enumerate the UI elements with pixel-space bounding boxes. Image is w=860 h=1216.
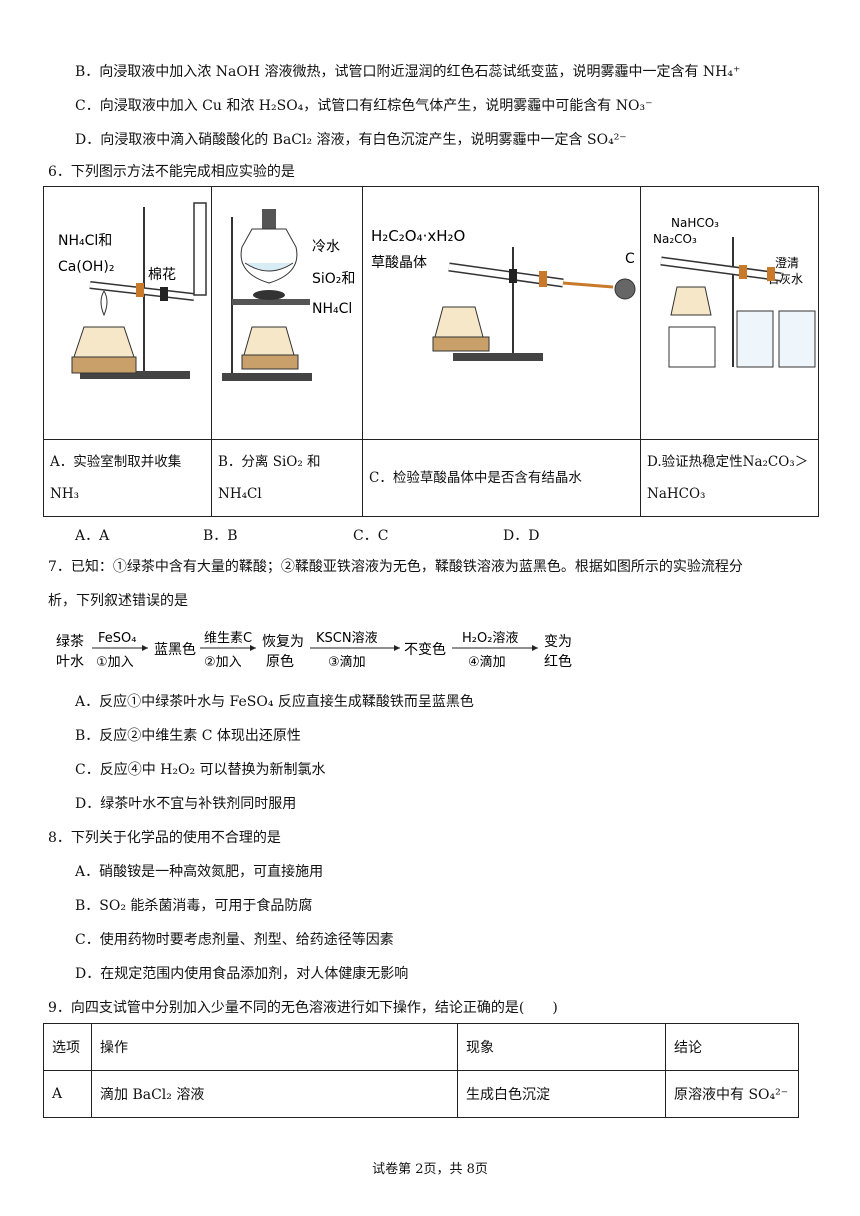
caption-a: A．实验室制取并收集NH₃ [43,439,212,517]
q7-option-a: A．反应①中绿茶叶水与 FeSO₄ 反应直接生成鞣酸铁而呈蓝黑色 [75,694,474,710]
q8-stem: 8．下列关于化学品的使用不合理的是 [48,830,281,846]
figure-d-label-2: Na₂CO₃ [653,232,697,246]
q5-option-b: B．向浸取液中加入浓 NaOH 溶液微热，试管口附近湿润的红色石蕊试纸变蓝，说明… [75,64,741,80]
figure-c-apparatus: H₂C₂O₄·xH₂O 草酸晶体 C [371,227,636,361]
table-cell: 滴加 BaCl₂ 溶液 [91,1070,458,1118]
q9-table: 选项 操作 现象 结论 A 滴加 BaCl₂ 溶液 生成白色沉淀 原溶液中有 S… [43,1023,799,1118]
q7-stem-line1: 7．已知：①绿茶中含有大量的鞣酸；②鞣酸亚铁溶液为无色，鞣酸铁溶液为蓝黑色。根据… [48,559,743,575]
figure-c-label-1: H₂C₂O₄·xH₂O [371,227,465,245]
flow-state-4a: 变为 [544,634,572,650]
figure-c-label-2: 草酸晶体 [371,255,427,271]
q6-answer-c: C．C [353,528,389,544]
flow-arrow2-top: 维生素C [204,631,252,646]
caption-d: D.验证热稳定性Na₂CO₃＞NaHCO₃ [640,439,819,517]
figure-d-label-1: NaHCO₃ [671,216,719,230]
flow-arrow3-bottom: ③滴加 [328,654,366,670]
q5-option-d: D．向浸取液中滴入硝酸酸化的 BaCl₂ 溶液，有白色沉淀产生，说明雾霾中一定含… [75,132,627,148]
flow-state-2a: 恢复为 [262,633,304,650]
figure-d-apparatus: NaHCO₃ Na₂CO₃ 澄清 石灰水 [653,216,816,368]
flow-arrow4-bottom: ④滴加 [468,654,506,670]
figure-a-label-1: NH₄Cl和 [58,233,112,249]
figure-b-cell: 冷水 SiO₂和 NH₄Cl [211,186,363,440]
table-row: A 滴加 BaCl₂ 溶液 生成白色沉淀 原溶液中有 SO₄²⁻ [43,1070,799,1118]
table-header-cell: 选项 [43,1023,92,1071]
q6-figure-table: NH₄Cl和 Ca(OH)₂ 棉花 冷水 [43,186,819,517]
q6-answer-b: B．B [203,528,238,544]
caption-c: C．检验草酸晶体中是否含有结晶水 [362,439,641,517]
q5-option-c: C．向浸取液中加入 Cu 和浓 H₂SO₄，试管口有红棕色气体产生，说明雾霾中可… [75,98,653,114]
figure-d-label-3: 澄清 [775,255,799,270]
caption-b: B．分离 SiO₂ 和NH₄Cl [211,439,363,517]
figure-a-label-2: Ca(OH)₂ [58,259,114,275]
figure-a-cell: NH₄Cl和 Ca(OH)₂ 棉花 [43,186,212,440]
flow-start-2: 叶水 [56,654,84,670]
table-header-cell: 操作 [91,1023,458,1071]
q7-option-c: C．反应④中 H₂O₂ 可以替换为新制氯水 [75,762,326,778]
flow-arrow3-top: KSCN溶液 [316,631,378,646]
q9-stem: 9．向四支试管中分别加入少量不同的无色溶液进行如下操作，结论正确的是( ) [48,1000,558,1016]
q6-stem: 6．下列图示方法不能完成相应实验的是 [48,164,295,180]
q7-option-d: D．绿茶叶水不宜与补铁剂同时服用 [75,796,297,812]
flow-state-4b: 红色 [544,653,572,670]
table-cell: 原溶液中有 SO₄²⁻ [665,1070,799,1118]
flow-state-2b: 原色 [266,653,294,670]
flow-arrow2-bottom: ②加入 [204,655,242,670]
figure-b-label-1: 冷水 [312,239,340,255]
flow-arrow1-bottom: ①加入 [96,655,134,670]
figure-a-apparatus: NH₄Cl和 Ca(OH)₂ 棉花 [58,202,207,379]
table-header-row: 选项 操作 现象 结论 [43,1023,799,1071]
figure-b-apparatus: 冷水 SiO₂和 NH₄Cl [222,209,355,381]
figure-c-label-3: C [625,251,635,267]
figure-b-label-3: NH₄Cl [312,301,352,317]
flow-arrow1-top: FeSO₄ [98,631,136,646]
q8-option-d: D．在规定范围内使用食品添加剂，对人体健康无影响 [75,966,409,982]
q7-flow-diagram: 绿茶 叶水 FeSO₄ ①加入 蓝黑色 维生素C ②加入 恢复为 原色 KSCN… [56,631,572,670]
table-cell: 生成白色沉淀 [457,1070,666,1118]
q6-answer-a: A．A [75,528,110,544]
q8-option-c: C．使用药物时要考虑剂量、剂型、给药途径等因素 [75,932,394,948]
q7-option-b: B．反应②中维生素 C 体现出还原性 [75,728,301,744]
q7-stem-line2: 析，下列叙述错误的是 [48,593,188,609]
flow-state-3: 不变色 [404,641,446,658]
flow-state-1: 蓝黑色 [154,641,196,658]
figure-d-cell: NaHCO₃ Na₂CO₃ 澄清 石灰水 [640,186,819,440]
q6-answer-d: D．D [503,528,540,544]
q8-option-a: A．硝酸铵是一种高效氮肥，可直接施用 [75,864,324,880]
page-footer: 试卷第 2页，共 8页 [372,1162,488,1177]
flow-arrow4-top: H₂O₂溶液 [462,631,518,646]
table-cell: A [43,1070,92,1118]
figure-c-cell: H₂C₂O₄·xH₂O 草酸晶体 C [362,186,641,440]
q8-option-b: B．SO₂ 能杀菌消毒，可用于食品防腐 [75,898,313,914]
flow-start-1: 绿茶 [56,634,84,650]
table-header-cell: 现象 [457,1023,666,1071]
figure-a-label-3: 棉花 [148,266,176,283]
table-header-cell: 结论 [665,1023,799,1071]
figure-b-label-2: SiO₂和 [312,271,355,287]
